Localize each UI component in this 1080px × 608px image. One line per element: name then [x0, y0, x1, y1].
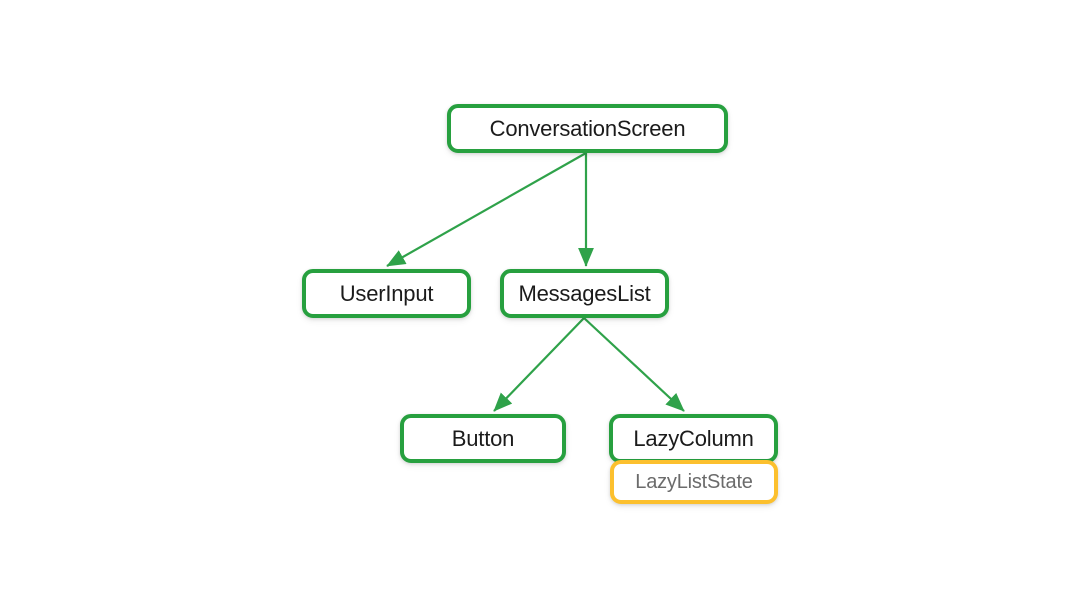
node-messages-list[interactable]: MessagesList	[500, 269, 669, 318]
node-label-button: Button	[451, 425, 515, 451]
node-lazy-list-state[interactable]: LazyListState	[610, 460, 778, 504]
edge-messages-list-to-button	[493, 317, 585, 412]
edge-conversation-screen-to-user-input	[386, 152, 587, 267]
node-label-conversation-screen: ConversationScreen	[489, 115, 686, 141]
node-label-messages-list: MessagesList	[518, 280, 651, 306]
node-label-lazy-column: LazyColumn	[633, 425, 754, 451]
node-conversation-screen[interactable]: ConversationScreen	[447, 104, 728, 153]
node-lazy-column[interactable]: LazyColumn	[609, 414, 778, 463]
edge-messages-list-to-lazy-column	[583, 317, 685, 412]
node-button[interactable]: Button	[400, 414, 566, 463]
node-label-lazy-list-state: LazyListState	[635, 471, 753, 493]
node-label-user-input: UserInput	[339, 280, 434, 306]
node-user-input[interactable]: UserInput	[302, 269, 471, 318]
